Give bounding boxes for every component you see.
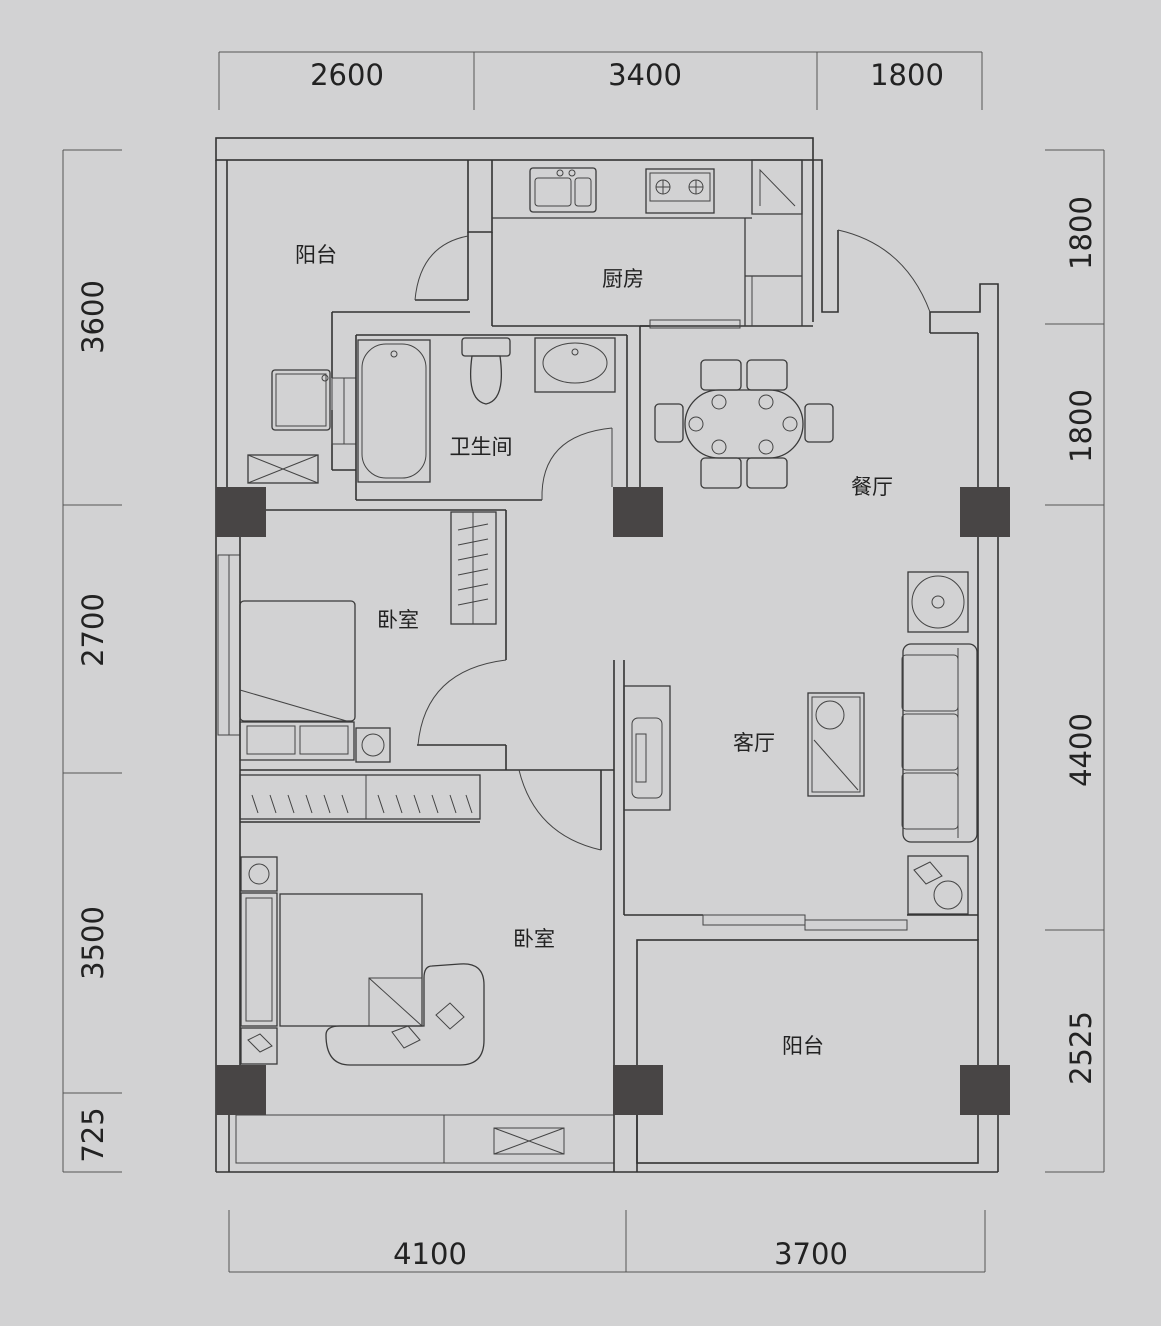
dim-right-4: 2525 xyxy=(1064,1011,1098,1085)
dim-left-3: 3500 xyxy=(76,906,110,980)
room-labels: 阳台 厨房 卫生间 餐厅 卧室 客厅 卧室 阳台 xyxy=(295,243,893,1058)
single-bed-icon xyxy=(239,600,356,761)
dim-right-1: 1800 xyxy=(1064,196,1098,270)
column xyxy=(960,1065,1010,1115)
dim-right-3: 4400 xyxy=(1064,713,1098,787)
side-table-icon xyxy=(907,855,969,915)
tv-cabinet-icon xyxy=(623,685,671,811)
room-label-balcony-bottom: 阳台 xyxy=(782,1034,824,1058)
sofa-icon xyxy=(901,643,978,843)
room-label-balcony-top: 阳台 xyxy=(295,243,337,267)
column xyxy=(216,1065,266,1115)
room-label-bedroom-small: 卧室 xyxy=(377,608,419,632)
columns xyxy=(216,487,1010,1115)
room-label-bedroom-master: 卧室 xyxy=(513,927,555,951)
toilet-icon xyxy=(461,337,511,405)
kitchen-counter xyxy=(492,159,803,326)
dim-left-1: 3600 xyxy=(76,280,110,354)
dim-bottom-1: 4100 xyxy=(393,1237,467,1271)
bathtub-icon xyxy=(357,339,431,483)
dim-bottom-2: 3700 xyxy=(774,1237,848,1271)
column xyxy=(216,487,266,537)
dim-left-4: 725 xyxy=(76,1107,110,1162)
room-label-kitchen: 厨房 xyxy=(602,267,644,291)
coffee-table-icon xyxy=(807,692,865,797)
dim-left-2: 2700 xyxy=(76,593,110,667)
master-wardrobe-icon xyxy=(239,774,481,820)
kitchen-sink-icon xyxy=(529,167,597,213)
gas-stove-icon xyxy=(645,168,715,214)
bedroom-rug-icon xyxy=(325,963,485,1066)
column xyxy=(960,487,1010,537)
dim-top-2: 3400 xyxy=(608,58,682,92)
nightstand-icon xyxy=(355,727,391,763)
dim-right-2: 1800 xyxy=(1064,389,1098,463)
room-label-bathroom: 卫生间 xyxy=(450,435,513,459)
double-bed-icon xyxy=(240,856,423,1065)
doors xyxy=(414,229,931,851)
room-label-dining: 餐厅 xyxy=(851,475,893,499)
dimension-labels: 2600 3400 1800 4100 3700 3600 2700 3500 … xyxy=(76,58,1098,1271)
wardrobe-icon xyxy=(450,511,497,625)
dimension-lines xyxy=(62,51,1105,1273)
plant-icon xyxy=(907,571,969,633)
walls xyxy=(215,137,999,1173)
storage-box-icon xyxy=(247,454,319,484)
wash-basin-icon xyxy=(534,337,616,393)
dim-top-3: 1800 xyxy=(870,58,944,92)
column xyxy=(613,487,663,537)
room-label-living: 客厅 xyxy=(733,731,775,755)
washing-machine-icon xyxy=(271,369,331,431)
column xyxy=(613,1065,663,1115)
dining-table-icon xyxy=(654,359,834,489)
dim-top-1: 2600 xyxy=(310,58,384,92)
